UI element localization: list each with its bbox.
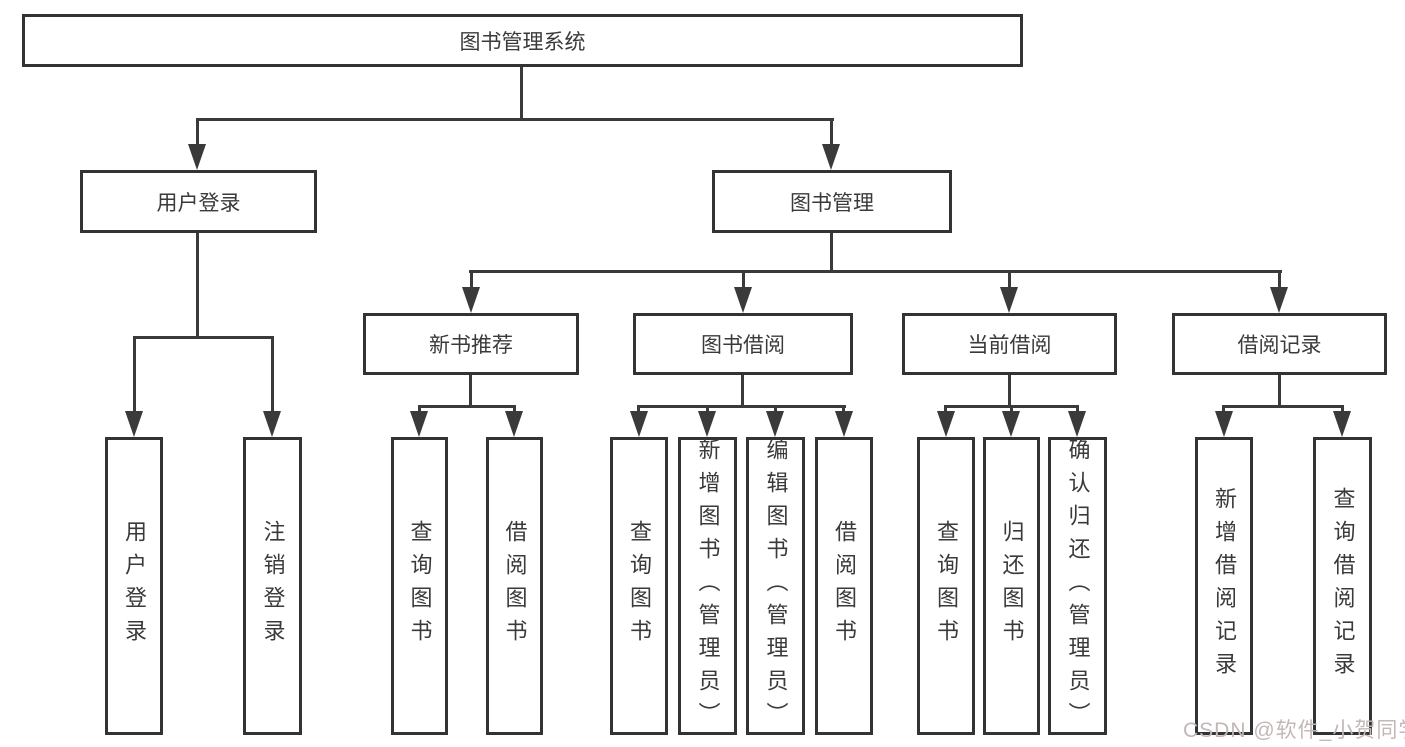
leaf-edit-book-admin-label: 编辑图书（管理员）: [763, 437, 789, 735]
connector: [1278, 375, 1281, 408]
leaf-return-book-label: 归还图书: [999, 520, 1025, 652]
leaf-logout: 注销登录: [243, 437, 302, 735]
connector: [418, 405, 516, 408]
leaf-borrow-book-label: 借阅图书: [832, 520, 857, 652]
leaf-user-login-label: 用户登录: [122, 520, 147, 652]
node-root: 图书管理系统: [22, 14, 1023, 67]
node-book-borrow-label: 图书借阅: [701, 334, 785, 357]
arrow-down-icon: [462, 287, 480, 313]
node-book-management-label: 图书管理: [790, 191, 874, 215]
connector: [637, 405, 640, 415]
arrow-down-icon: [505, 411, 523, 437]
arrow-down-icon: [1215, 411, 1233, 437]
connector: [196, 233, 199, 336]
arrow-down-icon: [125, 411, 143, 437]
connector: [271, 336, 274, 414]
leaf-query-borrow-record: 查询借阅记录: [1313, 437, 1372, 735]
leaf-confirm-return-admin-label: 确认归还（管理员）: [1065, 437, 1091, 735]
connector: [513, 405, 516, 415]
connector: [133, 336, 274, 339]
leaf-query-book-recommend-label: 查询图书: [407, 520, 433, 652]
connector: [1278, 270, 1281, 290]
connector: [742, 270, 745, 290]
leaf-add-borrow-record: 新增借阅记录: [1195, 437, 1253, 735]
leaf-borrow-book: 借阅图书: [815, 437, 873, 735]
node-borrow-record-label: 借阅记录: [1237, 334, 1322, 357]
connector: [1222, 405, 1344, 408]
connector: [774, 405, 777, 415]
leaf-add-borrow-record-label: 新增借阅记录: [1212, 487, 1237, 685]
connector: [1008, 270, 1011, 290]
leaf-add-book-admin: 新增图书（管理员）: [678, 437, 737, 735]
node-new-book-recommend-label: 新书推荐: [429, 334, 513, 357]
leaf-logout-label: 注销登录: [260, 520, 286, 652]
connector: [944, 405, 947, 415]
arrow-down-icon: [263, 411, 281, 437]
connector: [706, 405, 709, 415]
node-borrow-record: 借阅记录: [1172, 313, 1387, 375]
node-book-borrow: 图书借阅: [633, 313, 853, 375]
arrow-down-icon: [1002, 411, 1020, 437]
csdn-watermark: CSDN @软件_小贺同学: [1183, 719, 1405, 742]
node-current-borrow-label: 当前借阅: [967, 334, 1052, 357]
connector: [842, 405, 845, 415]
leaf-query-borrow-record-label: 查询借阅记录: [1330, 487, 1356, 685]
connector: [196, 118, 199, 148]
leaf-user-login: 用户登录: [105, 437, 163, 735]
connector: [469, 375, 472, 408]
leaf-edit-book-admin: 编辑图书（管理员）: [746, 437, 805, 735]
node-new-book-recommend: 新书推荐: [363, 313, 579, 375]
arrow-down-icon: [1000, 287, 1018, 313]
arrow-down-icon: [734, 287, 752, 313]
node-book-management: 图书管理: [712, 170, 952, 233]
arrow-down-icon: [937, 411, 955, 437]
node-user-login: 用户登录: [80, 170, 317, 233]
leaf-borrow-book-recommend: 借阅图书: [486, 437, 543, 735]
connector: [830, 233, 833, 273]
arrow-down-icon: [822, 144, 840, 170]
connector: [830, 118, 833, 148]
leaf-confirm-return-admin: 确认归还（管理员）: [1048, 437, 1107, 735]
node-root-label: 图书管理系统: [459, 30, 586, 54]
node-user-login-label: 用户登录: [156, 191, 241, 215]
node-current-borrow: 当前借阅: [902, 313, 1117, 375]
arrow-down-icon: [410, 411, 428, 437]
leaf-add-book-admin-label: 新增图书（管理员）: [695, 437, 721, 735]
arrow-down-icon: [1270, 287, 1288, 313]
connector: [1010, 405, 1013, 415]
leaf-query-book-borrow: 查询图书: [610, 437, 668, 735]
connector: [470, 270, 473, 290]
connector: [196, 118, 834, 121]
connector: [133, 336, 136, 414]
arrow-down-icon: [630, 411, 648, 437]
arrow-down-icon: [835, 411, 853, 437]
connector: [469, 270, 1282, 273]
connector: [520, 67, 523, 118]
leaf-query-book-current-label: 查询图书: [934, 520, 959, 652]
connector: [1341, 405, 1344, 415]
arrow-down-icon: [766, 411, 784, 437]
connector: [637, 405, 846, 408]
connector: [418, 405, 421, 415]
connector: [1076, 405, 1079, 415]
leaf-borrow-book-recommend-label: 借阅图书: [502, 520, 528, 652]
connector: [1222, 405, 1225, 415]
connector: [1008, 375, 1011, 408]
leaf-query-book-current: 查询图书: [917, 437, 975, 735]
connector: [741, 375, 744, 408]
arrow-down-icon: [1068, 411, 1086, 437]
arrow-down-icon: [698, 411, 716, 437]
arrow-down-icon: [1333, 411, 1351, 437]
leaf-query-book-recommend: 查询图书: [391, 437, 448, 735]
leaf-return-book: 归还图书: [983, 437, 1040, 735]
leaf-query-book-borrow-label: 查询图书: [627, 520, 652, 652]
arrow-down-icon: [188, 144, 206, 170]
